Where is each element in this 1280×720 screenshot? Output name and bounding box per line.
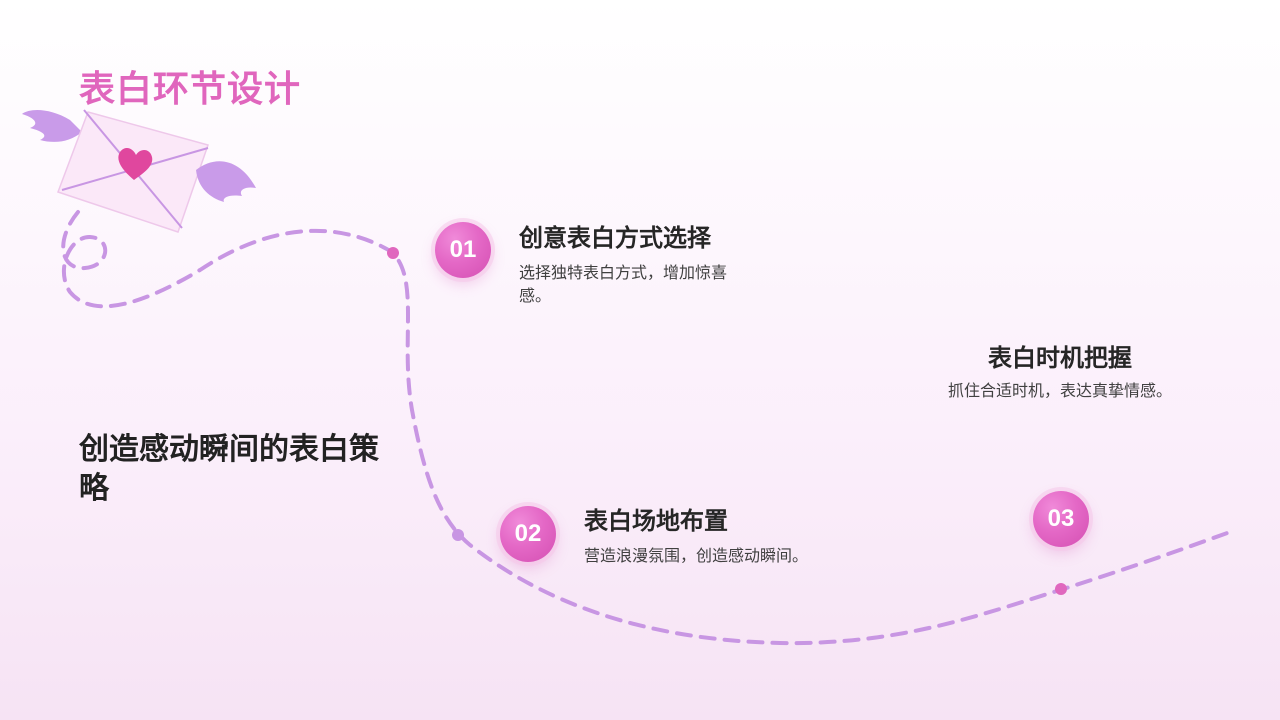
- dashed-path: [61, 210, 1232, 646]
- path-dot: [452, 529, 464, 541]
- step-desc-03: 抓住合适时机，表达真挚情感。: [948, 381, 1173, 400]
- page-title: 表白环节设计: [79, 69, 302, 110]
- step-badge-01: 01: [435, 222, 491, 278]
- wing-icon: [196, 161, 256, 202]
- step-badge-03: 03: [1033, 491, 1089, 547]
- step-badge-02: 02: [500, 506, 556, 562]
- step-title-01: 创意表白方式选择: [519, 224, 711, 252]
- step-title-03: 表白时机把握: [988, 344, 1132, 372]
- wing-icon: [22, 110, 82, 142]
- page-subtitle: 创造感动瞬间的表白策略: [79, 432, 379, 506]
- step-desc-01: 选择独特表白方式，增加惊喜感。: [519, 263, 728, 305]
- path-dot: [1055, 583, 1067, 595]
- step-desc-02: 营造浪漫氛围，创造感动瞬间。: [584, 546, 809, 565]
- heart-icon: [118, 148, 153, 180]
- love-letter-icon: [22, 109, 256, 233]
- step-title-02: 表白场地布置: [584, 507, 728, 535]
- path-dot: [387, 247, 399, 259]
